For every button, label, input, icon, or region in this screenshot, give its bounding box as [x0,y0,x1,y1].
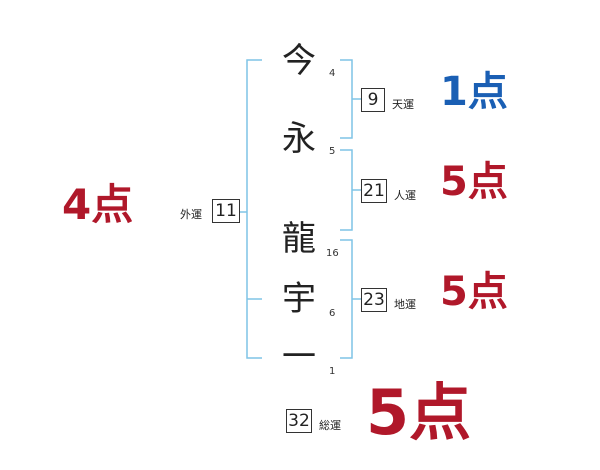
jin-bracket [340,149,353,231]
chi-value-box: 23 [361,288,387,312]
stroke-count-4: 6 [329,308,336,319]
name-char-2: 永 [282,119,316,159]
gai-label: 外運 [180,208,202,221]
name-char-3: 龍 [282,219,316,259]
ten-score: 1点 [440,69,508,115]
stroke-count-5: 1 [329,366,336,377]
name-char-4: 宇 [282,279,316,319]
ten-bracket [340,59,353,139]
stroke-count-2: 5 [329,146,336,157]
sou-value-box: 32 [286,409,312,433]
jin-label: 人運 [394,189,416,202]
stroke-count-1: 4 [329,68,336,79]
ten-value-box: 9 [361,88,385,112]
name-char-5: 一 [282,337,316,377]
stroke-count-3: 16 [326,248,339,259]
jin-score: 5点 [440,159,508,205]
gai-score: 4点 [62,180,134,229]
ten-label: 天運 [392,98,414,111]
sou-score: 5点 [366,376,472,449]
jin-value-box: 21 [361,179,387,203]
outer-bracket [246,59,262,359]
chi-label: 地運 [394,298,416,311]
chi-bracket [340,239,353,359]
chi-score: 5点 [440,269,508,315]
name-char-1: 今 [282,41,316,81]
sou-label: 総運 [319,419,341,432]
gai-value-box: 11 [212,199,240,223]
